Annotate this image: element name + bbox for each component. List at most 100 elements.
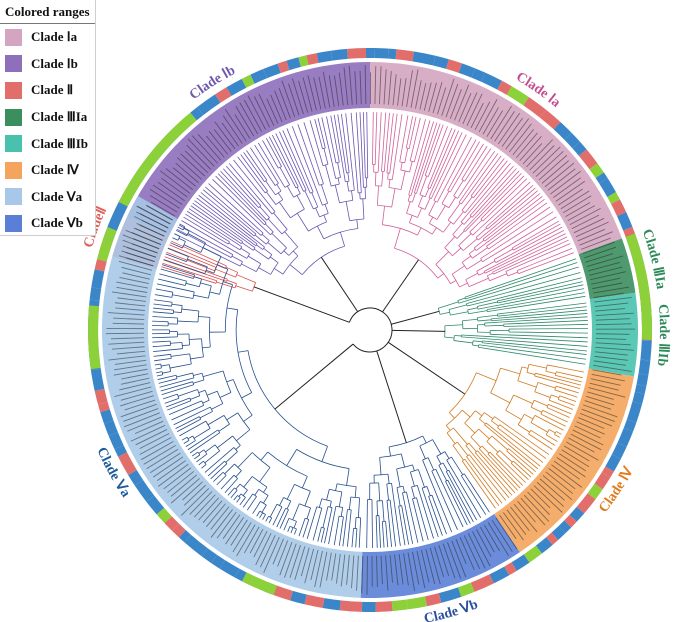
leaf-label [532,146,561,174]
branch [425,500,439,538]
branch [442,134,467,183]
branch [441,191,450,204]
ring-segment [178,530,192,543]
branch [261,233,270,241]
branch [400,453,406,468]
branch [486,292,585,311]
branch [416,119,426,151]
legend-swatch-clade-iv [5,161,22,179]
ring-segment [589,163,604,179]
branch [451,456,464,475]
branch [424,197,431,210]
leaf-label [255,533,272,566]
leaf-label [139,433,170,450]
branch [180,288,195,293]
branch [473,340,483,343]
branch [411,193,416,203]
branch [202,399,210,404]
branch [357,497,360,518]
branch [473,158,505,199]
branch [225,451,238,463]
branch [189,397,192,401]
branch [400,169,410,173]
branch [236,429,251,442]
branch [222,370,232,393]
branch [269,504,278,518]
ring-segment [406,596,427,610]
branch [278,201,291,219]
leaf-label [575,221,609,238]
branch [306,507,311,520]
branch [213,477,218,482]
ring-segment [601,466,614,478]
branch [464,410,476,424]
legend-swatch-clade-ii [5,81,22,99]
leaf-labels [105,65,635,595]
branch [381,205,385,225]
branch [387,178,393,181]
leaf-label [403,553,409,586]
ring-segment [290,590,307,605]
branch [470,436,481,448]
leaf-label [213,129,232,152]
branch [426,486,431,496]
branch [374,112,378,165]
branch [461,262,468,270]
branch [192,400,202,406]
ring-segment [446,59,463,73]
branch [539,435,556,446]
backbone-branch [391,329,446,332]
branch [443,485,464,528]
branch [289,264,303,275]
ring-segment [374,48,389,59]
branch [236,274,256,283]
branch [465,272,478,280]
branch [497,281,583,302]
branch [266,165,279,184]
branch [314,119,323,149]
ring-segment [640,340,652,361]
branch [325,164,332,187]
branch [226,307,238,311]
branch [411,486,415,499]
branch [234,241,243,248]
leaf-label [117,350,146,355]
branch [181,270,195,276]
branch [229,163,267,208]
branch [298,530,302,537]
legend-label-clade-va: Clade Ⅴa [31,188,83,204]
branch [464,166,475,182]
leaf-label [376,555,378,587]
backbone-branch [376,350,407,443]
branch [537,382,556,389]
branch [482,340,588,352]
branch [485,422,541,467]
branch [442,221,452,233]
branch [414,192,417,194]
branch [228,242,241,251]
branch [466,303,468,307]
leaf-label [335,553,341,584]
branch [252,507,257,514]
leaf-label [139,437,172,455]
branch [230,489,238,499]
leaf-label [326,552,332,581]
branch [487,453,521,489]
branch [171,255,187,263]
branch [491,313,588,322]
branch [505,409,522,420]
ring-segment [89,287,102,301]
leaf-label [588,387,626,398]
leaf-label [165,168,194,191]
leaf-label [483,524,500,552]
leaf-label [398,554,404,585]
branch [196,197,258,245]
leaf-label [115,307,145,311]
branch [467,485,487,515]
leaf-label [230,519,248,546]
leaf-label [591,277,621,285]
leaf-label [579,412,613,427]
branch [193,372,203,376]
leaf-label [247,95,267,130]
leaf-label [133,227,163,241]
